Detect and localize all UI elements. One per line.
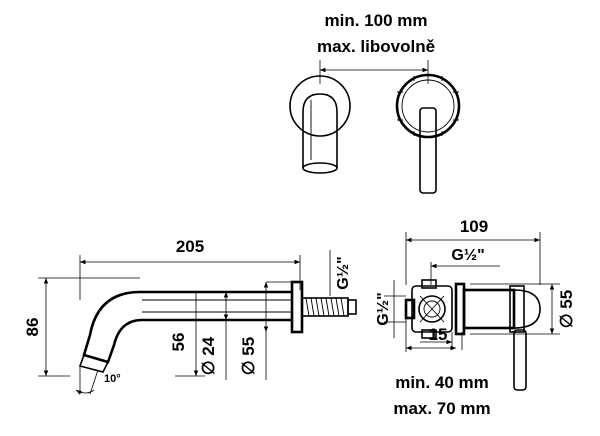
spacing-max-label: max. libovolně — [317, 37, 435, 56]
depth-dimension: min. 40 mm max. 70 mm — [393, 318, 491, 418]
spout-body — [82, 290, 292, 364]
side-thread-dimension: G½" — [375, 280, 406, 338]
spout-thread-dimension: G½" — [329, 250, 352, 296]
dim-15: 15 — [420, 325, 463, 350]
spout-thread-label: G½" — [335, 256, 352, 289]
dim-24: ∅ 24 — [199, 292, 229, 380]
height-dimension: 86 — [23, 277, 140, 377]
dim-24-label: ∅ 24 — [199, 336, 218, 375]
angle-dimension: 10° — [75, 366, 121, 395]
mixer-side-view: 109 G½" G½" — [375, 217, 576, 418]
mixer-cap — [513, 289, 541, 329]
spout-side-view: 205 86 G½" 56 — [23, 237, 357, 395]
height-label: 86 — [23, 318, 42, 337]
dim-15-label: 15 — [429, 325, 448, 344]
depth-min-label: min. 40 mm — [395, 373, 489, 392]
spout-thread — [301, 297, 357, 317]
spout-top-view — [289, 75, 351, 174]
length-dimension: 205 — [79, 237, 301, 300]
dim-55: ∅ 55 — [239, 281, 292, 380]
dim-55-label: ∅ 55 — [239, 337, 258, 375]
width-label: 109 — [460, 217, 488, 236]
top-view: min. 100 mm max. libovolně — [289, 11, 461, 194]
spout-highlight — [142, 299, 292, 313]
spout-rosette — [290, 280, 304, 334]
mixer-dim-55: ∅ 55 — [470, 283, 576, 335]
mixer-lever — [513, 329, 527, 391]
angle-label: 10° — [104, 373, 121, 385]
mixer-cover — [462, 288, 516, 330]
dim-56: 56 — [169, 292, 205, 377]
top-thread-dimension: G½" — [430, 247, 500, 285]
mixer-dim-55-label: ∅ 55 — [557, 290, 576, 328]
mixer-lever-base — [509, 285, 525, 333]
length-label: 205 — [176, 237, 204, 256]
top-thread-label: G½" — [451, 247, 484, 264]
mixer-top-view — [395, 73, 461, 194]
spacing-min-label: min. 100 mm — [325, 11, 428, 30]
dim-56-label: 56 — [169, 333, 188, 352]
spout-aerator — [78, 354, 110, 373]
width-dimension: 109 — [405, 217, 541, 285]
mixer-box — [404, 279, 453, 339]
side-thread-label: G½" — [375, 292, 392, 325]
depth-max-label: max. 70 mm — [393, 399, 490, 418]
